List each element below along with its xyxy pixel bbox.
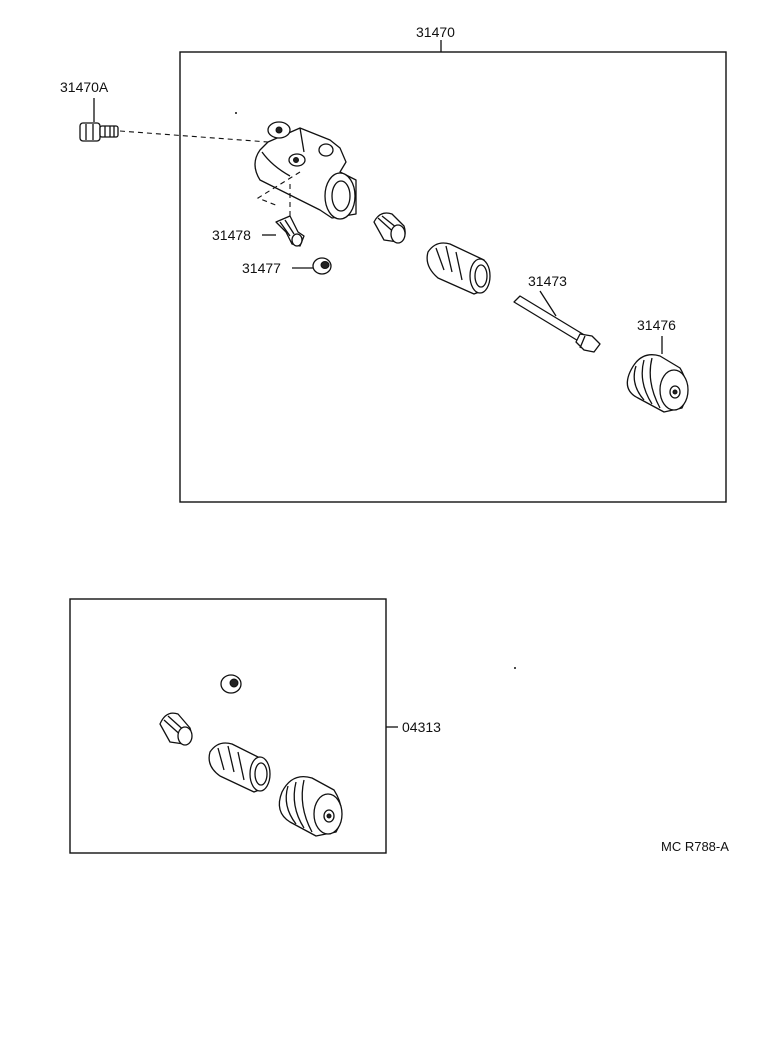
- label-assembly: 31470: [416, 24, 455, 40]
- piston: [426, 242, 491, 295]
- bleeder-bolt: [79, 122, 119, 142]
- label-bleeder-bolt: 31470A: [60, 79, 109, 95]
- boot: [626, 354, 689, 413]
- kit-cup-seal: [159, 712, 193, 746]
- stray-dot-2: [514, 667, 516, 669]
- plug-dashed-line: [256, 171, 301, 207]
- bolt-dashed-line: [119, 130, 269, 143]
- assembly-frame: [179, 51, 727, 503]
- label-push-rod: 31473: [528, 273, 567, 289]
- label-bleeder-plug: 31478: [212, 227, 251, 243]
- cylinder-body: [254, 121, 357, 220]
- bleeder-plug: [275, 215, 305, 247]
- cup-seal: [373, 212, 406, 244]
- kit-bleeder-cap: [220, 674, 242, 694]
- push-rod: [513, 295, 601, 353]
- repair-kit-frame: [69, 598, 387, 854]
- kit-piston: [208, 742, 271, 793]
- label-bleeder-cap: 31477: [242, 260, 281, 276]
- stray-dot: [235, 112, 237, 114]
- kit-boot: [278, 775, 343, 837]
- reference-code: MC R788-A: [661, 839, 729, 854]
- label-repair-kit: 04313: [402, 719, 441, 735]
- label-boot: 31476: [637, 317, 676, 333]
- bleeder-cap: [312, 257, 332, 275]
- push-rod-leader: [539, 290, 557, 317]
